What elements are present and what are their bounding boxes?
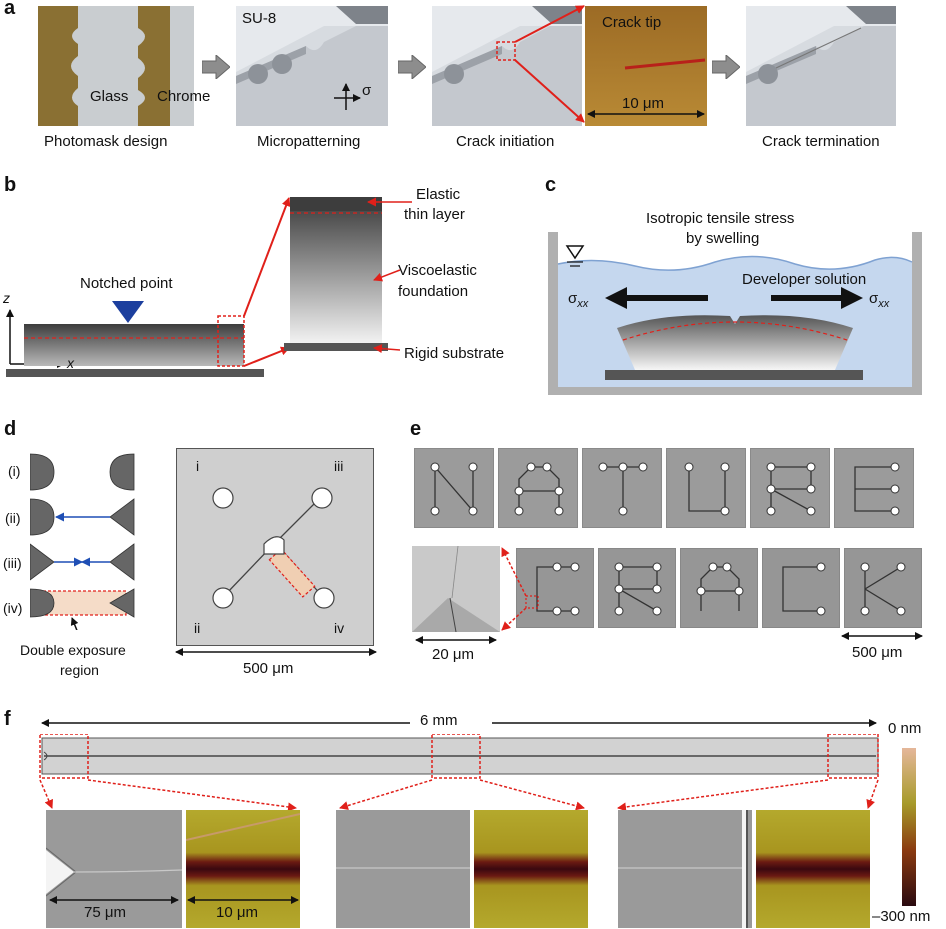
scale-bar-d [175,648,377,656]
sem-zoom-end [618,810,752,928]
axis-z-label: z [3,290,10,306]
corner-i-label: i [196,458,200,474]
corner-iii-label: iii [334,458,344,474]
afm-zoom-end [756,810,870,928]
crack-initiation-image [432,6,582,126]
scale-bar-500um-e [841,632,923,640]
crack-tip-label: Crack tip [602,14,662,31]
sem-zoom-start [46,810,182,928]
row-i-label: (i) [8,463,21,479]
stress-axis-icon [334,83,361,110]
afm-zoom-start [186,810,300,928]
panel-f-label: f [4,708,11,730]
sigma-left: σ [568,290,578,307]
row-iii-label: (iii) [3,555,22,571]
viscoelastic-label-1: Viscoelastic [398,262,477,279]
sigma-right-sub: xx [878,298,890,310]
length-6mm-arrow [41,719,877,727]
corner-iv-label: iv [334,620,345,636]
afm-zoom-middle [474,810,588,928]
scale-500um-e-label: 500 μm [852,644,903,661]
panel-c-diagram [548,232,922,395]
process-arrow-2 [398,55,426,79]
caption-crack-termination: Crack termination [762,133,880,150]
row-ii-label: (ii) [5,510,21,526]
cross-pattern-image [176,448,374,646]
sigma-left-label: σxx [568,290,588,310]
sigma-right: σ [869,290,879,307]
sigma-right-label: σxx [869,290,889,310]
letter-a2-tile [680,548,758,628]
row-iv-label: (iv) [3,600,23,616]
caption-crack-initiation: Crack initiation [456,133,555,150]
colorbar-bottom-label: –300 nm [872,908,931,925]
scale-10um-f-label: 10 μm [216,904,258,921]
su8-label: SU-8 [242,10,277,27]
panel-b-diagram [6,197,412,377]
letter-t-tile [582,448,662,528]
sigma-label: σ [362,82,372,99]
crack-termination-image [746,6,896,126]
axis-x-label: x [67,355,74,371]
zoom-arrows-f [39,779,879,812]
scale-bars-f [49,896,299,904]
caption-micropatterning: Micropatterning [257,133,361,150]
corner-ii-label: ii [194,620,201,636]
exposure-shapes-diagram [30,453,135,630]
panel-c-label: c [545,174,557,196]
letter-c2-tile [762,548,840,628]
letter-u-tile [666,448,746,528]
sigma-left-sub: xx [577,298,589,310]
panel-b-label: b [4,174,17,196]
letter-r-tile [750,448,830,528]
viscoelastic-label-2: foundation [398,283,469,300]
letter-a-tile [498,448,578,528]
notched-point-label: Notched point [80,275,173,292]
letter-n-tile [414,448,494,528]
glass-label: Glass [90,88,129,105]
inset-zoom-overlay [501,547,539,631]
panel-e-label: e [410,418,422,440]
letter-r2-tile [598,548,676,628]
process-arrow-3 [712,55,740,79]
elastic-label-2: thin layer [404,206,465,223]
scale-500um-d: 500 μm [243,660,294,677]
letter-k-tile [844,548,922,628]
scale-75um-label: 75 μm [84,904,126,921]
photomask-image [38,6,194,126]
stress-label-2: by swelling [686,230,760,247]
double-exposure-label-1: Double exposure [20,642,126,658]
micropatterning-image [236,6,388,126]
sem-zoom-middle [336,810,470,928]
stress-label-1: Isotropic tensile stress [646,210,795,227]
length-6mm-label: 6 mm [420,712,458,729]
letter-c-tile [516,548,594,628]
crack-tip-afm-image [585,6,707,126]
caption-photomask: Photomask design [44,133,168,150]
elastic-label-1: Elastic [416,186,461,203]
panel-a-label: a [4,0,16,19]
scale-bar-20um [415,636,497,644]
crack-sem-inset [412,546,500,632]
chrome-label: Chrome [157,88,211,105]
long-crack-strip [39,734,879,779]
panel-d-label: d [4,418,17,440]
height-colorbar [902,748,916,906]
process-arrow-1 [202,55,230,79]
scale-20um-label: 20 μm [432,646,474,663]
letter-e-tile [834,448,914,528]
double-exposure-label-2: region [60,662,99,678]
colorbar-top-label: 0 nm [888,720,922,737]
scale-10um-a: 10 μm [622,95,664,112]
rigid-substrate-label: Rigid substrate [404,345,505,362]
developer-label: Developer solution [742,271,867,288]
crack-zoom-overlay [496,5,705,123]
